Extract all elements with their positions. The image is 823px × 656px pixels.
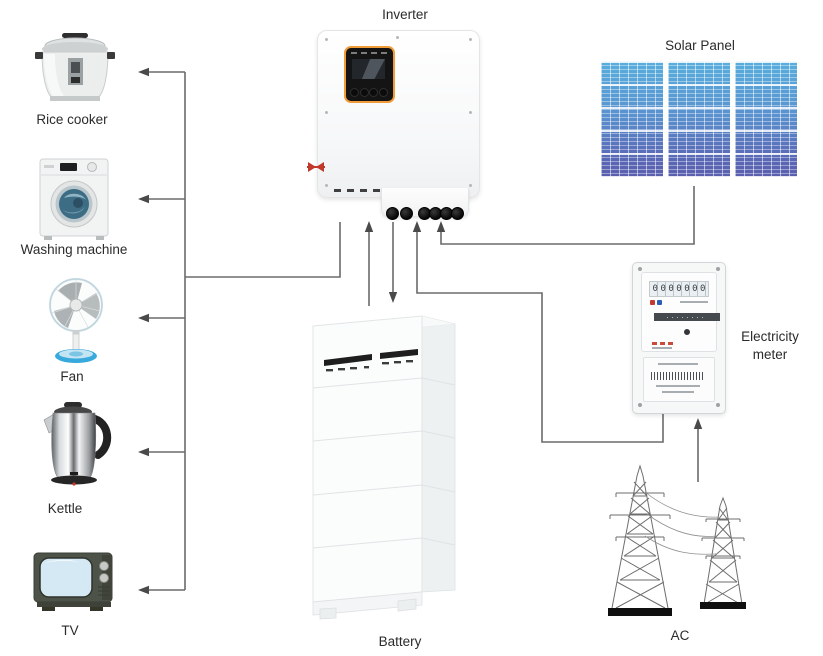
solar-panel-module <box>668 61 730 177</box>
inverter-connector-box <box>381 188 469 220</box>
screw-dot <box>716 403 720 407</box>
arrowhead-solar-up <box>436 221 446 232</box>
solar-panel-module <box>735 61 797 177</box>
appliance-label-tv: TV <box>61 623 79 638</box>
arrowhead-fan <box>138 313 149 323</box>
wire-solar-to-inverter <box>440 186 695 245</box>
meter-red-mark <box>652 342 657 345</box>
meter-name-strip <box>654 313 720 321</box>
tv-icon <box>33 552 113 611</box>
meter-lower-panel <box>643 357 715 402</box>
arrowhead-kettle <box>138 447 149 457</box>
arrowheads <box>138 67 703 595</box>
solar-panel-module <box>601 61 663 177</box>
connector-port <box>386 207 399 220</box>
battery-label: Battery <box>378 634 422 649</box>
electricity-meter-unit: 0000000 <box>632 262 726 414</box>
electricity-meter-label: Electricity meter <box>741 329 799 362</box>
solar-panel-label: Solar Panel <box>665 38 735 53</box>
meter-red-mark <box>660 342 665 345</box>
tower-base <box>608 608 672 616</box>
meter-model-text-mark <box>680 301 708 303</box>
meter-upper-panel: 0000000 <box>641 272 720 352</box>
fan-icon <box>49 278 103 363</box>
inverter-label: Inverter <box>382 7 428 22</box>
screw-dot <box>396 36 399 39</box>
inverter-unit <box>307 30 480 198</box>
display-indicator-marks <box>351 52 387 55</box>
battery-vent <box>324 354 372 366</box>
meter-tiny-text-mark <box>658 363 698 365</box>
battery-vent <box>380 349 418 359</box>
wire-inverter-to-bus <box>185 222 341 278</box>
meter-red-mark <box>668 342 673 345</box>
arrowhead-ac-up <box>693 418 703 429</box>
screw-dot <box>469 184 472 187</box>
arrowhead-battery-down <box>388 292 398 303</box>
screw-dot <box>716 267 720 271</box>
red-valve-icon <box>307 162 325 172</box>
screw-dot <box>638 403 642 407</box>
arrowhead-washing-machine <box>138 194 149 204</box>
inverter-bottom-vents <box>334 189 380 192</box>
screw-dot <box>469 38 472 41</box>
ac-transmission-towers-icon <box>608 464 746 616</box>
arrowhead-rice-cooker <box>138 67 149 77</box>
inverter-touch-buttons <box>350 88 388 97</box>
tower-base <box>700 602 746 609</box>
screw-dot <box>469 111 472 114</box>
screw-dot <box>325 111 328 114</box>
ac-label: AC <box>670 628 690 643</box>
washing-machine-icon <box>39 158 109 240</box>
meter-tiny-text-mark <box>656 385 700 387</box>
rice-cooker-icon <box>35 33 115 101</box>
meter-tiny-text-mark <box>662 391 694 393</box>
meter-tiny-text-mark <box>652 347 672 349</box>
screw-dot <box>325 38 328 41</box>
meter-logo-red <box>650 300 655 305</box>
meter-barcode <box>651 372 705 380</box>
meter-lcd-display: 0000000 <box>649 281 709 297</box>
meter-button <box>684 329 690 335</box>
appliance-label-fan: Fan <box>60 369 84 384</box>
inverter-display-panel <box>344 46 395 103</box>
wire-meter-to-inverter <box>416 230 664 443</box>
power-wires <box>644 491 720 555</box>
connector-port <box>451 207 464 220</box>
arrowhead-meter-up <box>412 221 422 232</box>
screw-dot <box>325 184 328 187</box>
arrowhead-battery-up <box>364 221 374 232</box>
appliance-label-kettle: Kettle <box>47 501 83 516</box>
screw-dot <box>638 267 642 271</box>
inverter-lcd-screen <box>352 59 385 79</box>
solar-panel-array <box>601 61 797 177</box>
kettle-icon <box>43 402 111 486</box>
arrowhead-tv <box>138 585 149 595</box>
appliance-label-rice-cooker: Rice cooker <box>36 112 108 127</box>
battery-tower-icon <box>312 315 456 620</box>
meter-logo-blue <box>657 300 662 305</box>
appliance-label-washing-machine: Washing machine <box>20 242 128 257</box>
connector-port <box>400 207 413 220</box>
